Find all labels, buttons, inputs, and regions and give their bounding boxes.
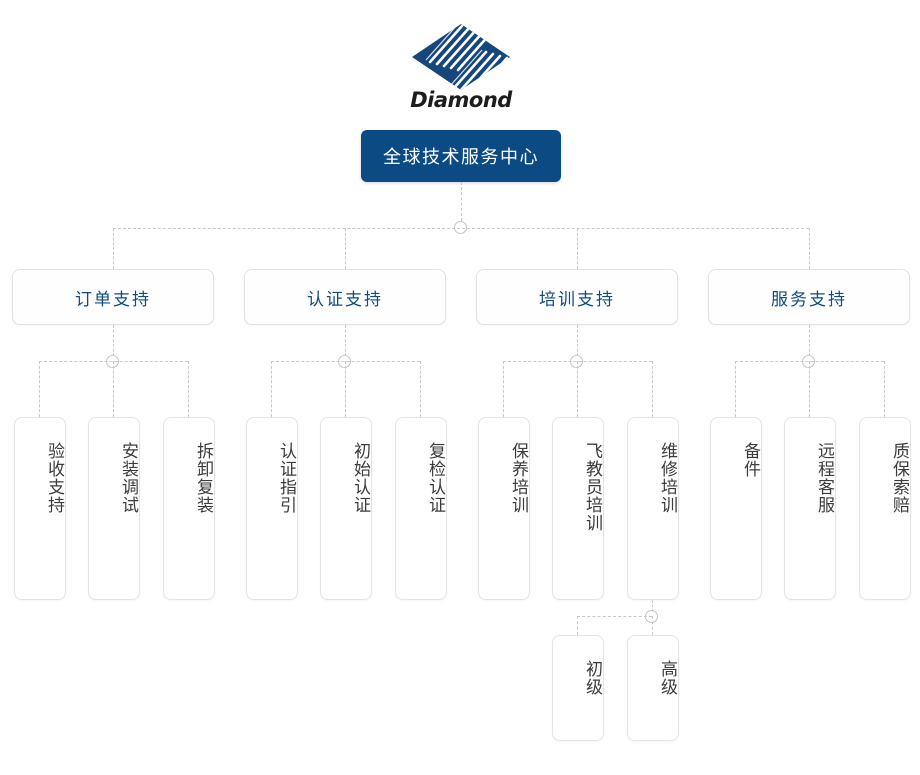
node-root[interactable]: 全球技术服务中心 [361, 130, 561, 182]
node-leaf-disassembly-reassembly[interactable]: 拆卸复装 [163, 417, 215, 600]
connector-g1-drop-2 [113, 361, 114, 417]
brand-logo: Diamond [410, 22, 512, 118]
node-leaf-acceptance-support[interactable]: 验收支持 [14, 417, 66, 600]
node-leaf-label: 高级 [657, 660, 677, 696]
node-leaf-recheck-certification[interactable]: 复检认证 [395, 417, 447, 600]
connector-drop-l2-4 [809, 228, 810, 269]
connector-g2-drop-1 [271, 361, 272, 417]
connector-drop-l2-2 [345, 228, 346, 269]
connector-g3-drop-1 [503, 361, 504, 417]
connector-trunk-horizontal [113, 228, 809, 229]
brand-wordmark: Diamond [410, 88, 512, 112]
node-leaf-label: 初级 [582, 660, 602, 696]
node-leaf-label: 保养培训 [508, 442, 528, 514]
node-leaf-label: 安装调试 [118, 442, 138, 514]
node-leaf-label: 维修培训 [657, 442, 677, 514]
connector-g3sub-drop-2 [652, 616, 653, 635]
connector-g3sub-horizontal [577, 616, 652, 617]
connector-g3-drop-2 [577, 361, 578, 417]
node-leaf-initial-certification[interactable]: 初始认证 [320, 417, 372, 600]
node-root-label: 全球技术服务中心 [383, 147, 539, 168]
connector-g3sub-drop-1 [577, 616, 578, 635]
node-branch-order-support[interactable]: 订单支持 [12, 269, 214, 325]
node-branch-label: 订单支持 [75, 289, 151, 310]
connector-g4-drop-1 [735, 361, 736, 417]
node-leaf-installation-commissioning[interactable]: 安装调试 [88, 417, 140, 600]
node-leaf-repair-training[interactable]: 维修培训 [627, 417, 679, 600]
node-leaf-warranty-claim[interactable]: 质保索赔 [859, 417, 911, 600]
connector-g1-drop-1 [39, 361, 40, 417]
node-leaf-training-level-basic[interactable]: 初级 [552, 635, 604, 741]
node-branch-label: 认证支持 [307, 289, 383, 310]
connector-drop-l2-3 [577, 228, 578, 269]
node-leaf-label: 备件 [740, 442, 760, 478]
connector-g3-drop-3 [652, 361, 653, 417]
node-branch-certification-support[interactable]: 认证支持 [244, 269, 446, 325]
connector-g4-drop-3 [884, 361, 885, 417]
node-leaf-label: 复检认证 [425, 442, 445, 514]
node-branch-label: 服务支持 [771, 289, 847, 310]
connector-root-stub [461, 182, 462, 221]
node-leaf-remote-customer-service[interactable]: 远程客服 [784, 417, 836, 600]
node-leaf-label: 远程客服 [814, 442, 834, 514]
connector-g3sub-stub [652, 600, 653, 616]
connector-node-root [454, 221, 467, 234]
connector-g2-drop-3 [420, 361, 421, 417]
connector-g1-stub [113, 325, 114, 361]
node-leaf-label: 拆卸复装 [193, 442, 213, 514]
node-leaf-maintenance-training[interactable]: 保养培训 [478, 417, 530, 600]
node-leaf-label: 初始认证 [350, 442, 370, 514]
node-leaf-spare-parts[interactable]: 备件 [710, 417, 762, 600]
node-leaf-label: 质保索赔 [889, 442, 909, 514]
node-leaf-label: 飞教员培训 [582, 442, 602, 532]
node-leaf-flight-instructor-training[interactable]: 飞教员培训 [552, 417, 604, 600]
node-leaf-label: 验收支持 [44, 442, 64, 514]
connector-g4-drop-2 [809, 361, 810, 417]
node-leaf-training-level-advanced[interactable]: 高级 [627, 635, 679, 741]
connector-g3-stub [577, 325, 578, 361]
node-branch-training-support[interactable]: 培训支持 [476, 269, 678, 325]
node-leaf-label: 认证指引 [276, 442, 296, 514]
node-branch-service-support[interactable]: 服务支持 [708, 269, 910, 325]
connector-g2-stub [345, 325, 346, 361]
connector-g1-drop-3 [188, 361, 189, 417]
connector-g2-drop-2 [345, 361, 346, 417]
node-branch-label: 培训支持 [539, 289, 615, 310]
connector-g4-stub [809, 325, 810, 361]
node-leaf-certification-guidance[interactable]: 认证指引 [246, 417, 298, 600]
connector-drop-l2-1 [113, 228, 114, 269]
diamond-logo-icon [412, 24, 510, 90]
